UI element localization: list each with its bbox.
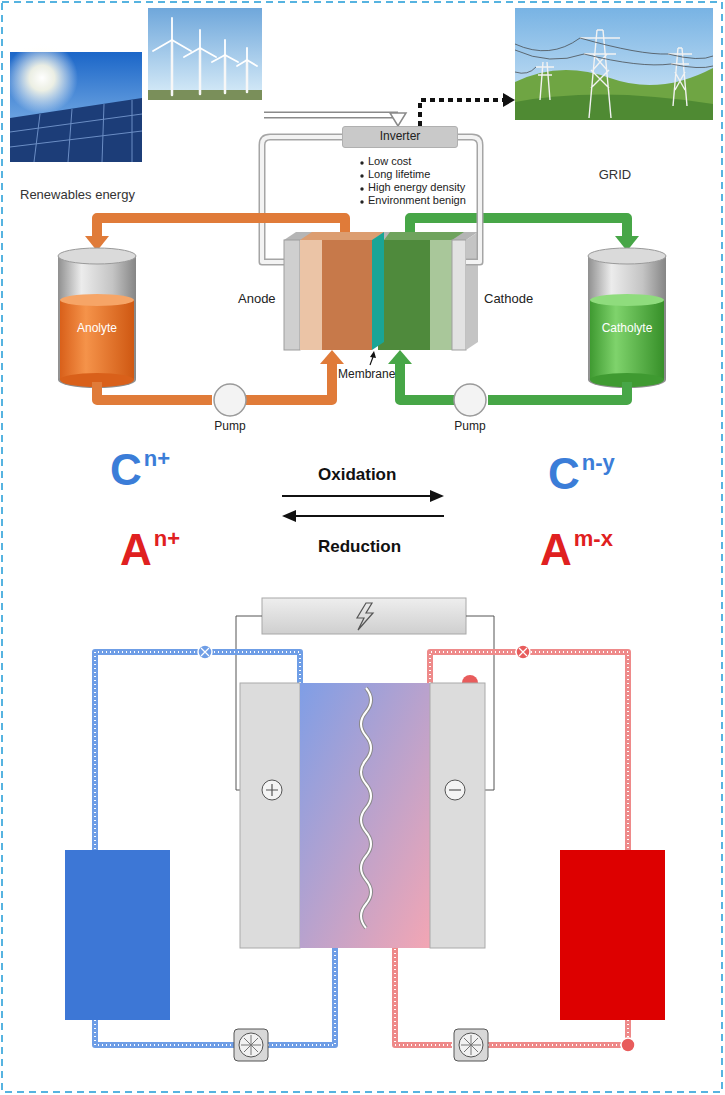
connector — [488, 382, 627, 400]
arrowhead — [390, 113, 406, 126]
node-text: Pump — [214, 420, 245, 434]
ion-symbol: C — [548, 452, 580, 496]
connector-line — [264, 113, 398, 115]
catholyte-tank — [588, 248, 666, 388]
charge-superscript: n+ — [154, 528, 180, 550]
label: Anode — [238, 292, 276, 305]
label: Reduction — [318, 538, 401, 555]
flow-cell — [284, 232, 478, 350]
connector — [97, 382, 212, 400]
flow-battery-schematic — [65, 598, 665, 1061]
reaction-arrowhead — [282, 510, 296, 522]
connector — [264, 113, 406, 126]
flow-arrowhead — [388, 350, 412, 364]
node-text: Anolyte — [77, 322, 117, 336]
pipe-connector — [97, 382, 212, 400]
wind-photo — [148, 8, 262, 100]
ion-symbol: C — [110, 448, 142, 492]
label: Long lifetime — [368, 169, 430, 180]
leader-arrowhead — [370, 351, 376, 358]
tank: Catholyte — [588, 248, 666, 388]
reaction-arrow — [282, 495, 432, 497]
label: Environment benign — [368, 195, 466, 206]
electrolyte-pipe — [97, 218, 627, 400]
label: Membrane — [338, 368, 395, 380]
tank: Anolyte — [58, 248, 136, 388]
pump: Pump — [450, 384, 490, 436]
photo-group: Renewables energy — [8, 8, 264, 208]
ion-symbol: A — [120, 528, 152, 572]
node-text: Pump — [454, 420, 485, 434]
photo-group: GRID — [515, 8, 715, 188]
charge-superscript: n-y — [582, 452, 615, 474]
node-text: GRID — [599, 168, 632, 183]
node-text: Catholyte — [602, 322, 653, 336]
charge-superscript: n+ — [144, 448, 170, 470]
label: High energy density — [368, 182, 465, 193]
connector — [420, 93, 515, 126]
anolyte-tank — [58, 248, 136, 388]
node-text: Renewables energy — [20, 188, 135, 203]
connector-line — [420, 100, 503, 126]
label: Oxidation — [318, 466, 396, 483]
ion-symbol: A — [540, 528, 572, 572]
connector-line — [264, 113, 398, 115]
grid-photo — [515, 8, 713, 120]
pipe-connector — [488, 382, 627, 400]
label: Cathode — [484, 292, 533, 305]
arrowhead — [503, 93, 515, 107]
leader-line — [370, 357, 373, 365]
node-text: Inverter — [380, 130, 421, 144]
solar-photo — [6, 42, 142, 162]
inverter-box: Inverter — [342, 126, 458, 148]
pump-symbol — [454, 384, 486, 416]
flow-arrowhead — [320, 350, 344, 364]
reaction-arrowhead — [430, 490, 444, 502]
reaction-arrow — [294, 515, 444, 517]
bullet-dot — [360, 161, 363, 203]
pump: Pump — [210, 384, 250, 436]
charge-superscript: m-x — [574, 528, 613, 550]
label: Low cost — [368, 156, 411, 167]
pump-symbol — [214, 384, 246, 416]
